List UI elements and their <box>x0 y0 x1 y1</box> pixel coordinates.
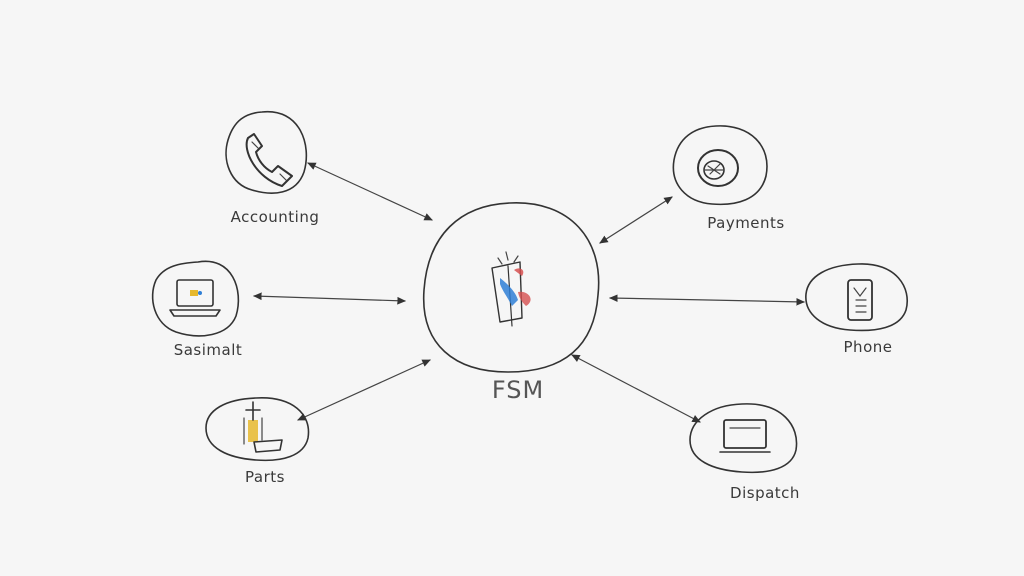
connectors <box>253 162 805 423</box>
connector-payments <box>599 196 673 244</box>
node-label-payments: Payments <box>707 214 784 232</box>
node-parts: Parts <box>205 397 310 486</box>
hub-node-fsm: FSM <box>422 202 600 404</box>
connector-dispatch <box>571 354 701 423</box>
coin-icon <box>697 149 739 187</box>
connector-phone <box>609 294 805 306</box>
node-payments: Payments <box>672 125 784 232</box>
connector-accounting <box>307 162 433 221</box>
node-blob-parts <box>205 397 310 462</box>
hub-label: FSM <box>492 376 544 404</box>
parts-tools-icon <box>243 401 283 453</box>
node-sasimalt: Sasimalt <box>151 260 243 359</box>
node-label-accounting: Accounting <box>231 208 320 226</box>
node-dispatch: Dispatch <box>689 403 800 502</box>
node-blob-phone <box>805 263 908 332</box>
connector-sasimalt <box>253 292 406 305</box>
fsm-logo-icon <box>491 251 531 327</box>
node-label-parts: Parts <box>245 468 285 486</box>
node-blob-sasimalt <box>151 260 240 337</box>
node-label-sasimalt: Sasimalt <box>174 341 243 359</box>
dispatch-screen-icon <box>719 419 771 453</box>
node-accounting: Accounting <box>225 111 320 226</box>
node-blob-payments <box>672 125 768 206</box>
node-phone: Phone <box>805 263 908 356</box>
node-blob-accounting <box>225 111 308 194</box>
node-label-dispatch: Dispatch <box>730 484 800 502</box>
connector-parts <box>297 359 431 421</box>
node-blob-dispatch <box>689 403 798 474</box>
phone-handset-icon <box>245 133 293 187</box>
hub-circle <box>422 202 600 373</box>
mobile-phone-icon <box>847 279 873 321</box>
laptop-icon <box>169 279 221 317</box>
node-label-phone: Phone <box>844 338 893 356</box>
